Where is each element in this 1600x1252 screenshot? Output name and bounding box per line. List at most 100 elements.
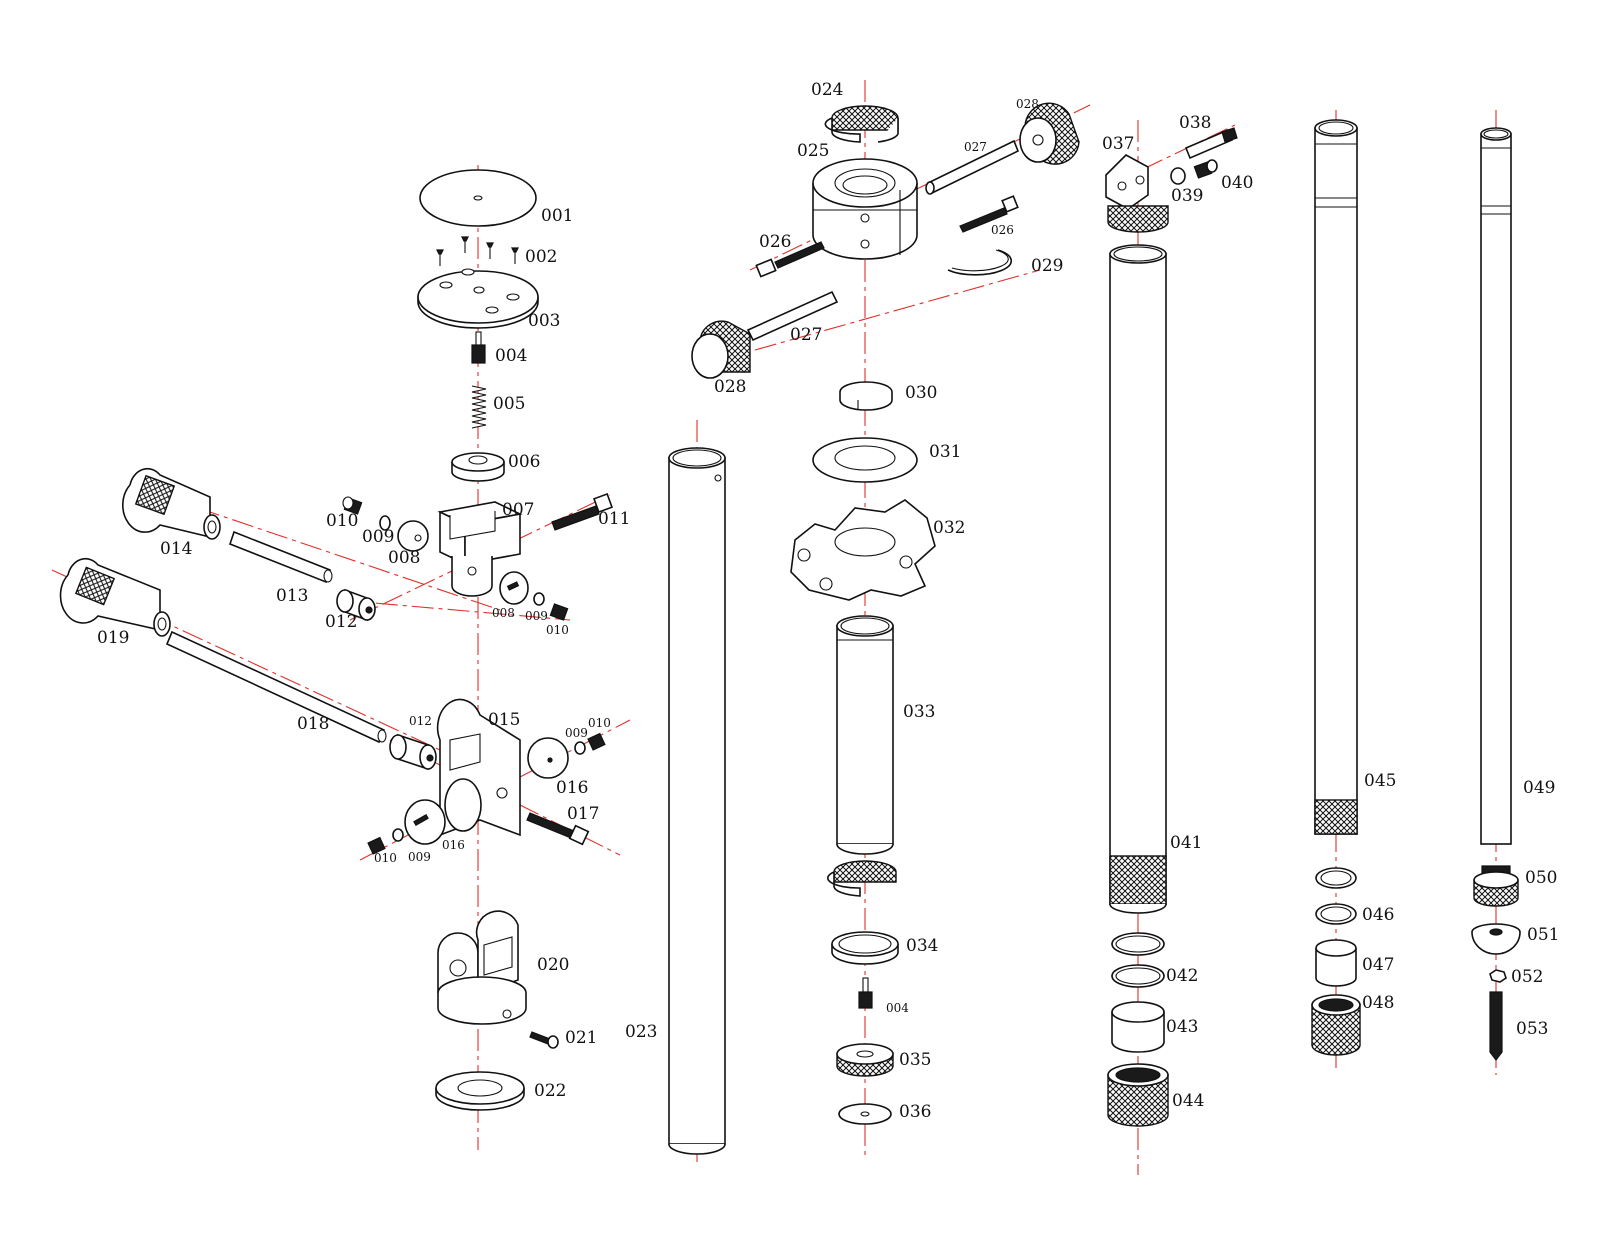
- label-026: 026: [759, 232, 791, 252]
- part-007-clamp-block: [437, 501, 523, 597]
- part-026-bolt-right: [959, 195, 1019, 233]
- label-042: 042: [1166, 966, 1198, 986]
- part-009-washer-lower-left: [392, 828, 404, 842]
- part-030-clip: [839, 381, 893, 411]
- part-038-bolt: [1184, 127, 1238, 160]
- label-033: 033: [903, 702, 935, 722]
- part-051-dome: [1471, 923, 1521, 955]
- part-044-knurled-cap: [1107, 1063, 1169, 1127]
- part-022-washer: [435, 1071, 525, 1111]
- label-036: 036: [899, 1102, 931, 1122]
- part-045-tube: [1314, 119, 1358, 835]
- label-049: 049: [1523, 778, 1555, 798]
- label-053: 053: [1516, 1019, 1548, 1039]
- label-014: 014: [160, 539, 192, 559]
- label-008: 008: [388, 548, 420, 568]
- label-032: 032: [933, 518, 965, 538]
- label-010b: 010: [546, 623, 569, 637]
- label-052: 052: [1511, 967, 1543, 987]
- part-labels: 001 002 003 004 005 006 007 008 008 009 …: [97, 80, 1559, 1122]
- label-025: 025: [797, 141, 829, 161]
- label-016: 016: [556, 778, 588, 798]
- label-004b: 004: [886, 1001, 909, 1015]
- label-026b: 026: [991, 223, 1014, 237]
- part-028-knob-lower: [691, 320, 751, 379]
- part-018-rod-lower: [165, 630, 387, 744]
- label-010d: 010: [374, 851, 397, 865]
- label-028: 028: [714, 377, 746, 397]
- label-013: 013: [276, 586, 308, 606]
- label-009c: 009: [565, 726, 588, 740]
- part-010-screw-lower-left: [367, 836, 386, 855]
- part-016-cap-left: [404, 799, 446, 845]
- label-047: 047: [1362, 955, 1394, 975]
- part-027-pin-lower: [746, 290, 839, 342]
- label-020: 020: [537, 955, 569, 975]
- part-010-screw-lower-right: [587, 732, 606, 751]
- label-027b: 027: [964, 140, 987, 154]
- part-037-elbow: [1105, 154, 1169, 233]
- label-029: 029: [1031, 256, 1063, 276]
- part-031-washer: [812, 437, 918, 483]
- part-025-collar: [812, 158, 918, 260]
- part-017-bolt: [526, 812, 590, 846]
- label-011: 011: [598, 509, 630, 529]
- part-010-screw-right: [549, 603, 569, 621]
- part-009-washer-left: [379, 515, 391, 531]
- part-016-cap-right: [527, 737, 569, 779]
- part-002-screws: [436, 236, 519, 266]
- part-019-handle-lower: [59, 557, 171, 637]
- part-053-pin: [1489, 991, 1503, 1061]
- label-019: 019: [97, 628, 129, 648]
- part-clip-lower: [827, 860, 897, 897]
- label-048: 048: [1362, 993, 1394, 1013]
- part-004-pin-b: [858, 977, 873, 1009]
- label-023: 023: [625, 1022, 657, 1042]
- label-021: 021: [565, 1028, 597, 1048]
- label-006: 006: [508, 452, 540, 472]
- label-040: 040: [1221, 173, 1253, 193]
- part-011-bolt: [551, 493, 613, 531]
- label-010c: 010: [588, 716, 611, 730]
- label-007: 007: [502, 500, 534, 520]
- part-046-rings: [1315, 867, 1357, 925]
- part-015-yoke: [436, 698, 521, 837]
- label-016b: 016: [442, 838, 465, 852]
- part-026-bolt-left: [755, 241, 825, 278]
- label-008b: 008: [492, 606, 515, 620]
- part-012-knob-lower: [389, 733, 437, 771]
- label-012: 012: [325, 612, 357, 632]
- part-020-base-yoke: [437, 910, 527, 1025]
- part-033-tube-short: [836, 615, 894, 855]
- label-051: 051: [1527, 925, 1559, 945]
- part-034-ring: [831, 931, 899, 965]
- part-005-spring: [471, 385, 487, 429]
- label-003: 003: [528, 311, 560, 331]
- part-036-disc: [838, 1103, 892, 1125]
- part-043-sleeve: [1111, 1001, 1165, 1053]
- label-034: 034: [906, 936, 938, 956]
- label-024: 024: [811, 80, 843, 100]
- part-027-pin-upper: [925, 139, 1020, 195]
- part-013-rod-upper: [229, 530, 333, 584]
- part-029-snap-ring: [947, 249, 1012, 276]
- part-021-screw: [529, 1031, 559, 1049]
- part-012-knob-upper: [336, 588, 376, 622]
- part-023-tube: [668, 447, 726, 1155]
- part-035-knurled-nut: [836, 1043, 894, 1077]
- part-010-screw-left: [342, 496, 363, 515]
- label-027: 027: [790, 325, 822, 345]
- part-050-knurled-nut: [1473, 865, 1519, 907]
- part-024-clip: [824, 105, 899, 143]
- part-006-washer: [451, 452, 505, 482]
- part-049-rod: [1480, 127, 1512, 845]
- label-035: 035: [899, 1050, 931, 1070]
- label-017: 017: [567, 804, 599, 824]
- label-046: 046: [1362, 905, 1394, 925]
- part-004-pin: [471, 331, 486, 364]
- part-041-tube: [1109, 244, 1167, 914]
- part-008-cap-right: [499, 571, 529, 605]
- part-014-handle-upper: [122, 467, 221, 540]
- label-044: 044: [1172, 1091, 1204, 1111]
- label-045: 045: [1364, 771, 1396, 791]
